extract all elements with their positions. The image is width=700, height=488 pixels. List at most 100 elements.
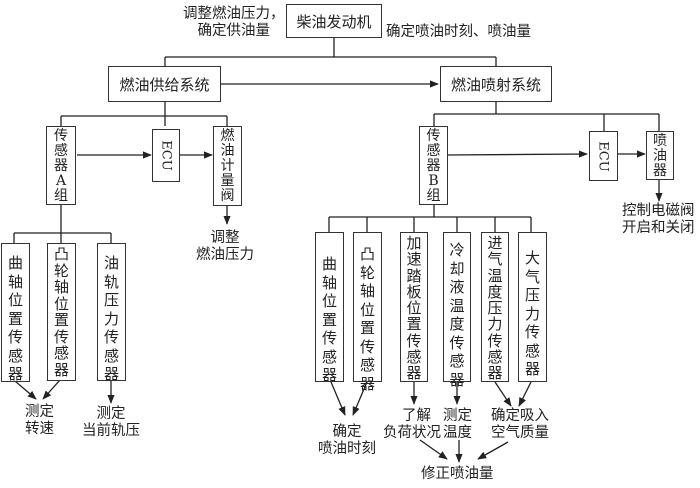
char: 轮	[53, 261, 69, 280]
char: 位	[53, 294, 69, 313]
line: 喷油时刻	[318, 441, 376, 457]
char: 感	[524, 341, 540, 360]
sensor-group-b-box: 传 感 器 B 组	[419, 126, 448, 205]
char: 位	[406, 299, 422, 318]
char: 位	[7, 291, 23, 309]
char: 传	[103, 328, 119, 346]
sensor-b-atmospheric: 大 气 压 力 传 感 器	[518, 232, 547, 382]
char: 速	[406, 250, 422, 269]
char: 油	[103, 254, 119, 272]
char: 器	[359, 374, 375, 393]
char: 感	[359, 356, 375, 374]
char: 感	[7, 346, 23, 365]
sensor-b-accelerator: 加 速 踏 板 位 置 传 感 器	[400, 232, 428, 382]
char: A	[55, 173, 67, 189]
char: 压	[103, 291, 119, 309]
char: 度	[487, 282, 503, 301]
char: 传	[54, 128, 68, 144]
char: 器	[103, 365, 119, 383]
char: 轮	[359, 263, 375, 282]
char: 轨	[103, 272, 119, 291]
line: 空气质量	[491, 425, 549, 441]
arrow-b2-out	[352, 381, 368, 416]
char: 传	[449, 333, 465, 352]
char: 传	[359, 337, 375, 356]
char: 温	[487, 266, 503, 285]
char: 进	[487, 234, 503, 252]
char: 温	[449, 296, 465, 315]
char: 气	[524, 267, 540, 286]
char: 置	[321, 310, 337, 329]
char: 感	[53, 344, 69, 362]
char: 计	[220, 158, 235, 174]
char: 阀	[220, 188, 235, 204]
char: 却	[449, 259, 465, 278]
supply-system-label: 燃油供给系统	[119, 75, 210, 94]
output-air-mass: 确定吸入 空气质量	[491, 408, 549, 442]
char: 液	[449, 278, 465, 296]
char: 轴	[7, 272, 23, 291]
char: 传	[53, 327, 69, 346]
char: 感	[449, 352, 465, 370]
char: 器	[53, 360, 69, 379]
char: 器	[426, 158, 441, 174]
char: 板	[406, 282, 422, 301]
sensor-a-camshaft: 凸 轮 轴 位 置 传 感 器	[47, 243, 76, 381]
arrow-b1-out	[330, 381, 346, 416]
char: 传	[321, 329, 337, 347]
char: 传	[7, 328, 23, 346]
char: 传	[524, 323, 540, 341]
char: 冷	[449, 241, 465, 259]
char: 器	[487, 364, 503, 383]
sensor-b-crankshaft: 曲 轴 位 置 传 感 器	[315, 232, 344, 384]
char: 油	[653, 148, 667, 164]
engine-box: 柴油发动机	[286, 4, 382, 38]
injection-system-box: 燃油喷射系统	[440, 66, 552, 102]
char: 器	[524, 360, 540, 378]
ecu-b-label: ECU	[596, 140, 611, 172]
sensor-b-intake: 进 气 温 度 压 力 传 感 器	[481, 232, 509, 382]
char: 感	[406, 348, 422, 367]
char: 组	[426, 188, 441, 204]
ecu-a-box: ECU	[152, 129, 180, 182]
metering-valve-box: 燃 油 计 量 阀	[213, 126, 242, 206]
char: 气	[487, 250, 503, 269]
annotation-supply-line-1: 调整燃油压力，	[183, 6, 285, 22]
char: 感	[103, 346, 119, 365]
char: 器	[449, 370, 465, 389]
char: 度	[449, 315, 465, 333]
arrow-b5-out	[494, 381, 512, 407]
sensor-b-coolant-temp: 冷 却 液 温 度 传 感 器	[443, 232, 471, 389]
char: 置	[406, 315, 422, 334]
char: 传	[487, 331, 503, 350]
output-rail-pressure: 测定 当前轨压	[82, 406, 140, 440]
char: 传	[426, 128, 441, 144]
line: 当前轨压	[82, 423, 140, 439]
char: 轴	[321, 273, 337, 292]
char: 凸	[53, 245, 69, 263]
injector-box: 喷 油 器	[646, 131, 674, 180]
char: 压	[487, 299, 503, 318]
line: 测定	[96, 406, 126, 422]
line: 温度	[443, 425, 472, 441]
annotation-injection: 确定喷油时刻、喷油量	[386, 24, 531, 40]
line: 确定	[332, 424, 362, 440]
char: 喷	[653, 133, 667, 149]
arrow-air-to-final	[477, 441, 509, 460]
output-temperature: 测定 温度	[443, 408, 472, 442]
output-speed: 测定 转速	[25, 404, 54, 438]
arrow-a2-out	[42, 379, 61, 400]
output-injection-timing: 确定 喷油时刻	[318, 424, 376, 458]
char: 燃	[220, 128, 235, 144]
char: 踏	[406, 266, 422, 285]
ecu-b-box: ECU	[589, 131, 618, 181]
char: 感	[54, 143, 68, 159]
valve-output-label: 调整 燃油压力	[196, 230, 254, 264]
char: 力	[487, 315, 503, 334]
char: B	[428, 173, 439, 189]
char: 置	[359, 319, 375, 337]
char: 器	[653, 163, 667, 179]
ecu-a-label: ECU	[158, 140, 174, 171]
line: 测定	[25, 404, 54, 420]
